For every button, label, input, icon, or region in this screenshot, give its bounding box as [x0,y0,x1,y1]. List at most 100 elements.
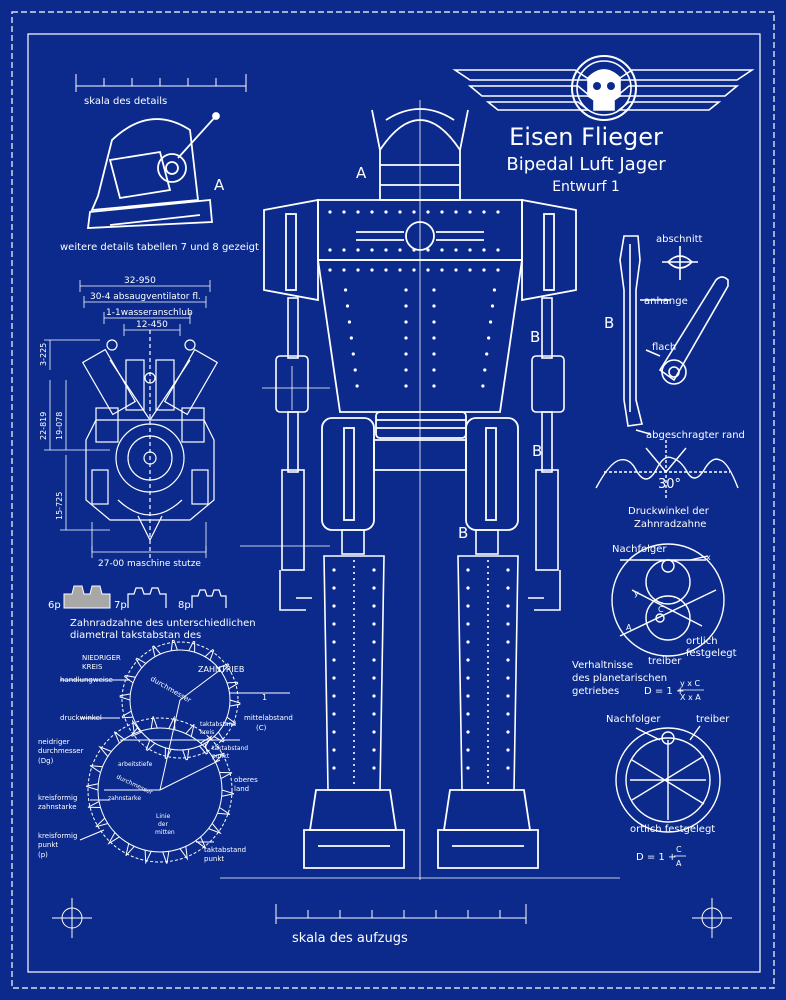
gear-mesh-drawing [60,639,290,865]
blade-flach: flach [652,342,676,353]
gear-handlung: handlungweise [60,676,113,684]
registration-mark-left [52,898,92,938]
rivet [372,676,376,680]
robot-callout-b3: B [458,524,468,542]
gear-taktabstand-punkt2-2: punkt [204,855,224,863]
gear-tooth [217,807,231,815]
follower-drawing [615,725,721,833]
rivet [342,248,346,252]
gear-tooth [89,765,103,773]
gear-zahnstarke: zahnstarke [108,795,141,802]
rivet [466,604,470,608]
rivet [384,248,388,252]
gear-tooth [200,735,213,748]
engine-dim-top: 32-950 [124,276,156,286]
gear-arbeitstiefe: arbeitstiefe [118,761,153,768]
pressure-angle-drawing [595,440,739,500]
engine-dim-left-4: 15-725 [55,492,64,520]
gear-tooth [125,843,135,857]
rivet [440,268,444,272]
rivet [506,586,510,590]
engine-dim-left-3: 19-078 [55,412,64,440]
rivet [398,210,402,214]
rivet [404,352,408,356]
gear-kreis: KREIS [82,663,103,671]
gear-tooth [199,743,208,755]
rivet [332,712,336,716]
rivet [372,658,376,662]
gear-niedriger-d1: neidriger [38,738,70,746]
follower-formula-den: A [676,859,682,868]
follower-ortlich: ortlich festgelegt [630,824,715,835]
rivet [332,694,336,698]
planetary-formula-lhs: D = 1 + [644,686,684,697]
rivet [454,210,458,214]
rivet [490,304,495,308]
rivet [466,730,470,734]
rivet [372,640,376,644]
gear-tooth [162,851,170,864]
gear-tooth [188,640,196,653]
gear-tooth [170,639,178,651]
registration-mark-right [692,898,732,938]
robot-callout-a: A [356,164,367,182]
planetary-x: x [706,553,711,562]
gear-taktabstand-punkt-2: punkt [212,753,230,760]
helmet-note: weitere details tabellen 7 und 8 gezeigt [60,242,259,253]
rivet [356,248,360,252]
rivet [426,210,430,214]
engine-dimension-lines [44,280,211,558]
gear-label-8p: 8p [178,600,191,611]
rivet [404,368,408,372]
blade-anhange: anhange [644,296,688,307]
rivet [332,766,336,770]
gear-one: 1 [262,693,267,702]
rivet [372,748,376,752]
rivet [404,304,408,308]
follower-nachfolger: Nachfolger [606,714,661,725]
rivet [432,368,436,372]
gear-linie-1: Linie [156,813,170,820]
gear-kreisformig-zahn-2: zahnstarke [38,803,77,811]
lift-scale-label: skala des aufzugs [292,931,408,946]
rivet [370,248,374,252]
rivet [344,288,348,292]
rivet [426,268,430,272]
pressure-caption-1: Druckwinkel der [628,506,710,517]
rivet [356,210,360,214]
rivet [412,210,416,214]
page-title: Eisen Flieger [509,123,663,151]
gear-tooth [221,789,235,797]
planetary-c: C [658,605,664,614]
gear-oberes-1: oberes [234,776,258,784]
rivet [372,766,376,770]
planetary-formula-num: y x C [680,679,701,688]
detail-scale-label: skala des details [84,96,167,107]
engine-dim-fan: 30-4 absaugventilator fl. [90,292,201,302]
gear-tooth [182,749,190,761]
robot-shoulders [263,198,577,302]
gear-tooth [164,747,172,760]
rivet [506,694,510,698]
rivet [328,268,332,272]
engine-dim-bottom: 27-00 maschine stutze [98,559,201,569]
robot-rivets [328,210,510,770]
rivet [466,640,470,644]
gear-tooth [224,716,236,726]
engine-dim-water: 1-1wasseranschlub [106,308,193,318]
gear-tooth [204,648,215,661]
rivet [347,320,352,324]
rivet [440,248,444,252]
gear-tooth [135,657,147,669]
rivet [506,640,510,644]
engine-dim-inner: 12-450 [136,320,168,330]
rivet [398,268,402,272]
rivet [353,368,357,372]
rivet [345,304,350,308]
rivet [349,336,353,340]
rivet [372,730,376,734]
follower-treiber: treiber [696,714,730,725]
robot-arms [275,297,565,611]
gear-linie-3: mitten [155,829,175,836]
